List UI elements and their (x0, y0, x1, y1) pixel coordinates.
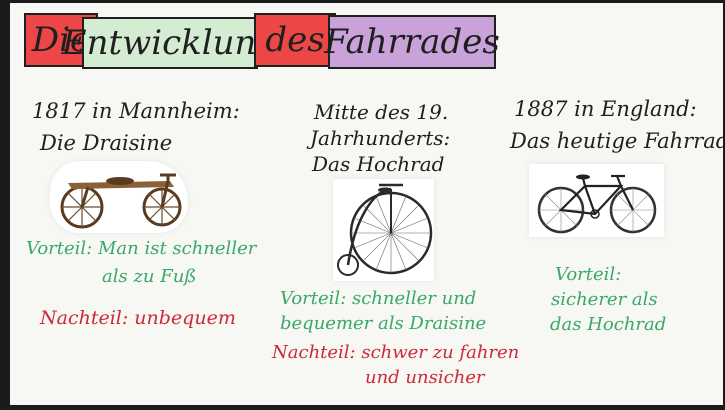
col2-heading-line2: Jahrhunderts: (310, 126, 451, 150)
col2-nachteil-line2: und unsicher (365, 367, 485, 388)
col2-heading-line1: Mitte des 19. (314, 100, 449, 124)
draisine-photo-icon (50, 161, 188, 233)
title-die-text: Die (31, 20, 91, 60)
col3-heading-line2: Das heutige Fahrrad (510, 129, 723, 153)
col3-vorteil-line3: das Hochrad (550, 314, 667, 335)
col1-vorteil-line1: Vorteil: Man ist schneller (26, 238, 257, 259)
col1-vorteil-line2: als zu Fuß (102, 266, 197, 287)
col3-vorteil-line1: Vorteil: (555, 264, 622, 285)
whiteboard: Die Entwicklung des Fahrrades 1817 in Ma… (10, 3, 723, 405)
col3-vorteil-line2: sicherer als (551, 289, 658, 310)
col3-heading-line1: 1887 in England: (514, 97, 697, 121)
col1-heading-year: 1817 in Mannheim: (32, 99, 240, 123)
title-des-text: des (265, 20, 325, 60)
col2-heading-line3: Das Hochrad (312, 152, 445, 176)
col1-nachteil: Nachteil: unbequem (40, 307, 236, 329)
col2-vorteil-line1: Vorteil: schneller und (280, 288, 477, 309)
col2-vorteil-line2: bequemer als Draisine (280, 313, 487, 334)
safety-bicycle-photo-icon (529, 164, 664, 237)
title-word-des: des (254, 13, 336, 67)
title-word-fahrrades: Fahrrades (324, 15, 500, 69)
col1-heading-name: Die Draisine (40, 131, 173, 155)
title-fahrrades-text: Fahrrades (324, 22, 500, 62)
penny-farthing-photo-icon (333, 179, 434, 281)
title-word-entwicklung: Entwicklung (62, 17, 278, 69)
title-entwicklung-text: Entwicklung (61, 23, 279, 63)
col2-nachteil-line1: Nachteil: schwer zu fahren (272, 342, 520, 363)
